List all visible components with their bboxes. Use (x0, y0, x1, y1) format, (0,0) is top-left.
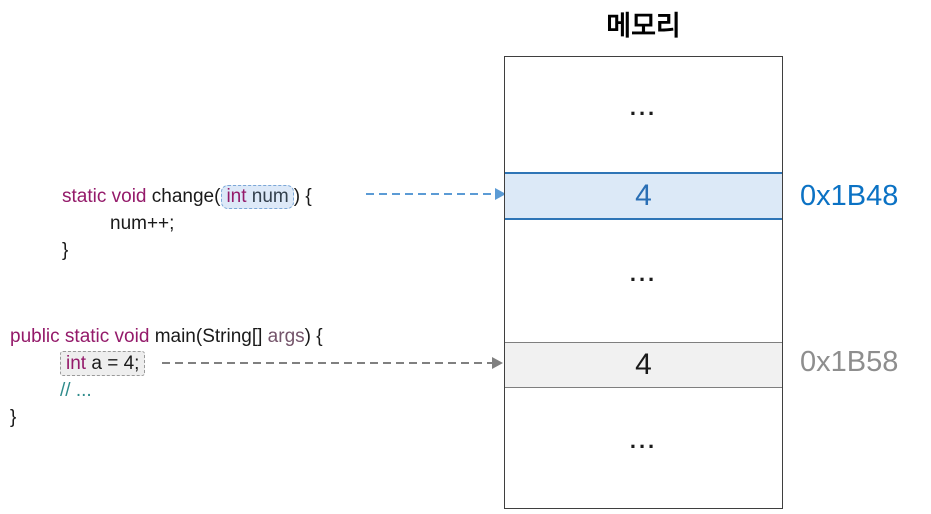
param-name: num (251, 186, 289, 207)
memory-cell-ellipsis: ... (629, 94, 658, 120)
memory-table: ... 4 ... 4 ... (504, 56, 783, 509)
arrow-head-icon (492, 357, 503, 369)
memory-cell-0x1B48: 4 (505, 172, 782, 220)
arg-name: args (267, 326, 305, 347)
arrow-head-icon (495, 188, 506, 200)
code-line-change-signature: static void change(int num) { (62, 183, 312, 210)
decl-rest: a = 4; (91, 353, 140, 374)
code-line-main-close: } (10, 407, 17, 428)
signature-close: ) { (293, 186, 312, 207)
change-function-code: static void change(int num) { num++; } (62, 183, 312, 264)
arrow-line-param-to-0x1B48 (366, 193, 496, 195)
code-line-change-close: } (62, 240, 69, 261)
arrow-line-decl-to-0x1B58 (162, 362, 492, 364)
function-name-main: main(String[] (154, 326, 263, 347)
function-name-change: change( (151, 186, 221, 207)
code-line-comment: // ... (60, 380, 92, 401)
signature-close: ) { (304, 326, 323, 347)
keyword-public-static-void: public static void (10, 326, 150, 347)
decl-type: int (66, 353, 87, 374)
main-function-code: public static void main(String[] args) {… (10, 323, 323, 431)
address-label-0x1B58: 0x1B58 (800, 346, 899, 378)
memory-cell-ellipsis: ... (629, 261, 658, 286)
code-line-main-signature: public static void main(String[] args) { (10, 323, 323, 350)
declaration-highlight-box: int a = 4; (60, 351, 146, 376)
memory-cell-0x1B58: 4 (505, 342, 782, 388)
address-label-0x1B48: 0x1B48 (800, 180, 899, 212)
param-type: int (226, 186, 247, 207)
code-line-num-increment: num++; (110, 213, 175, 234)
memory-title: 메모리 (606, 11, 681, 41)
memory-cell-ellipsis: ... (629, 428, 658, 453)
keyword-static-void: static void (62, 186, 147, 207)
code-line-declaration: int a = 4; (10, 350, 323, 377)
param-highlight-box: int num (221, 185, 294, 209)
